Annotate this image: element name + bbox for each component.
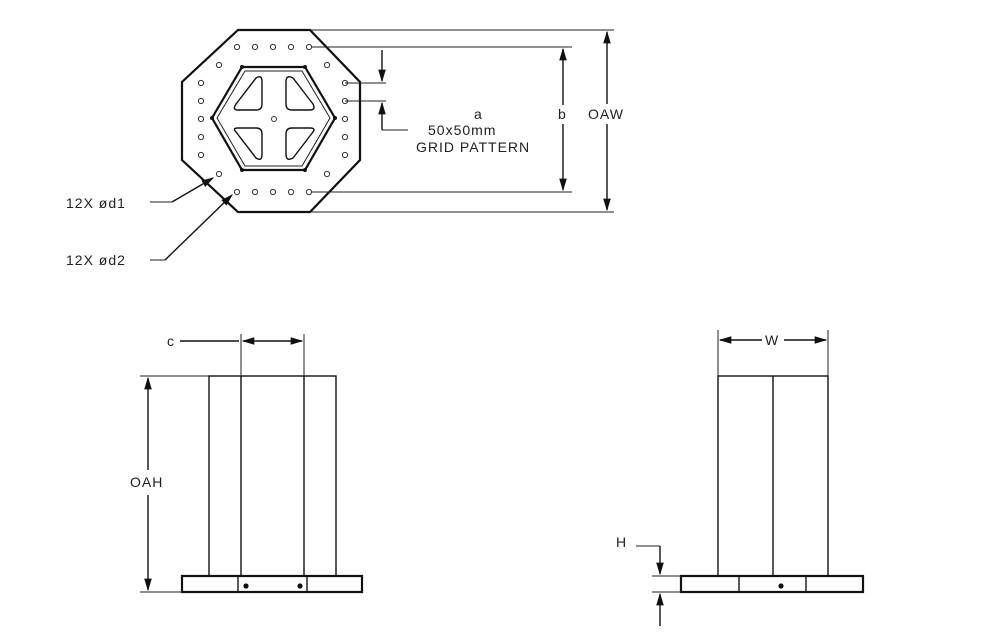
base-bolt: [778, 583, 784, 589]
mounting-hole: [287, 43, 295, 51]
hex-vertex-dot: [303, 168, 307, 172]
grid-pattern-label: GRID PATTERN: [416, 139, 530, 155]
mounting-hole: [233, 43, 241, 51]
mounting-hole: [341, 151, 349, 159]
cutout-top-left: [233, 75, 263, 111]
hex-vertex-dot: [303, 65, 307, 69]
leader-d2: 12X ød2: [66, 194, 233, 268]
dimension-c: c: [167, 333, 305, 376]
holes-d1-label: 12X ød1: [66, 195, 126, 211]
mounting-hole: [197, 133, 205, 141]
hex-vertex-dot: [333, 116, 337, 120]
dimension-h: H: [616, 534, 681, 626]
dim-oaw-label: OAW: [588, 106, 624, 122]
mounting-holes: [197, 43, 349, 196]
dim-h-label: H: [616, 534, 627, 550]
dimension-b: b: [312, 46, 572, 193]
dimension-w: W: [717, 330, 829, 376]
mounting-hole: [251, 188, 259, 196]
cutout-top-right: [285, 75, 315, 111]
dimension-a: a 50x50mm GRID PATTERN: [345, 50, 530, 155]
dim-c-label: c: [167, 333, 175, 349]
dim-w-label: W: [765, 332, 779, 348]
dimension-oaw: OAW: [310, 29, 624, 213]
side-view: W H: [616, 330, 865, 626]
leader-d1: 12X ød1: [66, 177, 215, 211]
mounting-hole: [323, 170, 331, 178]
center-hole: [271, 116, 277, 122]
holes-d2-label: 12X ød2: [66, 252, 126, 268]
mounting-hole: [287, 188, 295, 196]
mounting-hole: [269, 43, 277, 51]
hex-vertex-dot: [240, 65, 244, 69]
mounting-hole: [215, 170, 223, 178]
mounting-hole: [269, 188, 277, 196]
mounting-hole: [305, 43, 313, 51]
cutout-bottom-left: [233, 127, 263, 161]
mounting-hole: [323, 61, 331, 69]
hex-vertex-dot: [240, 168, 244, 172]
front-view: c OAH: [130, 333, 364, 594]
mounting-hole: [341, 115, 349, 123]
top-view: a 50x50mm GRID PATTERN b OAW 12X ød1: [66, 28, 624, 268]
hexagon-column-inner: [216, 70, 331, 167]
base-bolt: [243, 583, 249, 589]
hex-vertex-dot: [210, 116, 214, 120]
mounting-hole: [215, 61, 223, 69]
dimension-oah: OAH: [130, 375, 209, 593]
dim-b-label: b: [558, 106, 567, 122]
base-plate-front: [180, 574, 364, 594]
mounting-hole: [197, 97, 205, 105]
dim-a-label: a: [474, 106, 483, 122]
base-bolt: [297, 583, 303, 589]
base-plate-side: [679, 574, 865, 594]
grid-size-label: 50x50mm: [428, 122, 496, 138]
cutout-bottom-right: [285, 127, 315, 161]
mounting-hole: [305, 188, 313, 196]
mounting-hole: [251, 43, 259, 51]
mounting-hole: [341, 133, 349, 141]
column-body: [208, 375, 337, 577]
dim-oah-label: OAH: [130, 474, 163, 490]
mounting-hole: [233, 188, 241, 196]
mounting-hole: [197, 79, 205, 87]
mounting-hole: [197, 151, 205, 159]
mounting-hole: [197, 115, 205, 123]
